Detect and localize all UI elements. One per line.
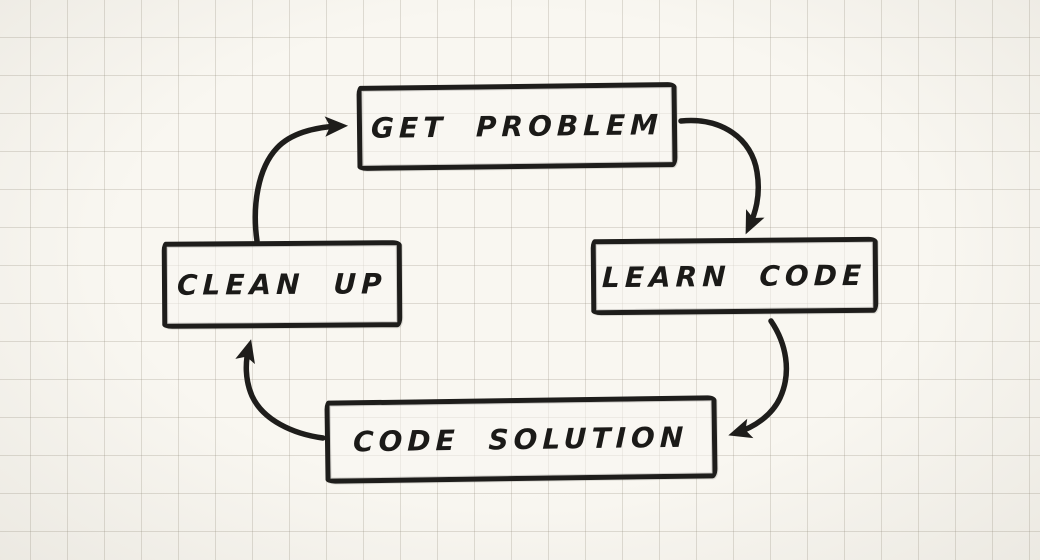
node-clean-up-label: CLEAN UP xyxy=(176,267,388,302)
node-learn-code-label: LEARN CODE xyxy=(602,258,867,294)
node-learn-code: LEARN CODE xyxy=(590,236,879,316)
node-code-solution-label: CODE SOLUTION xyxy=(353,420,689,459)
node-clean-up: CLEAN UP xyxy=(161,240,403,329)
node-get-problem: GET PROBLEM xyxy=(356,82,678,171)
arrow-get-problem-to-learn-code xyxy=(678,117,765,235)
arrow-clean-up-to-get-problem xyxy=(252,116,349,244)
arrow-code-solution-to-clean-up xyxy=(235,339,326,441)
node-code-solution: CODE SOLUTION xyxy=(324,395,718,484)
node-get-problem-label: GET PROBLEM xyxy=(370,108,664,145)
arrow-learn-code-to-code-solution xyxy=(728,318,790,439)
